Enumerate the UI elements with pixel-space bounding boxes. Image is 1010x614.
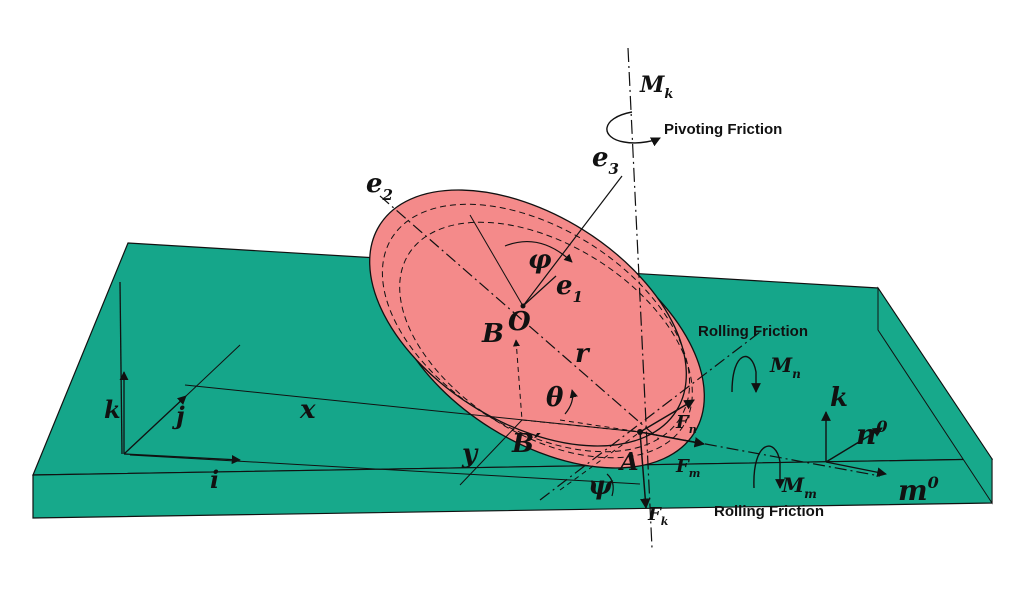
j-global-extension [185, 344, 241, 397]
tangent-line [539, 331, 761, 501]
phi-arc [504, 240, 573, 263]
psi-reference-line [559, 431, 641, 491]
e3-axis-line [522, 175, 623, 307]
label-e3: e3 [592, 143, 619, 178]
contact-forces [639, 399, 706, 510]
x-reference-line [184, 384, 641, 433]
label-psi: ψ [588, 471, 614, 501]
label-phi: φ [528, 245, 552, 275]
n0-local-arrow [825, 427, 883, 463]
mk-moment-arc [606, 111, 661, 147]
point-o [520, 303, 526, 309]
theta-arc [564, 389, 578, 415]
label-theta: θ [546, 383, 564, 413]
label-pivoting-friction: Pivoting Friction [664, 121, 782, 138]
m0-local-arrow [825, 461, 887, 478]
label-y: y [461, 439, 479, 469]
label-i-global: i [210, 465, 219, 494]
label-a: A [618, 447, 639, 476]
fk-arrow [639, 431, 651, 510]
mn-moment-arc [731, 355, 761, 393]
disk-radius-to-top [469, 214, 524, 307]
label-mn: Mn [769, 353, 801, 381]
angle-arcs [504, 240, 614, 497]
local-frame [821, 411, 887, 478]
labels: Mk Pivoting Friction e3 e2 e1 φ O B r θ … [104, 72, 939, 528]
label-n0: n0 [856, 417, 888, 451]
theta-reference-line [559, 419, 641, 433]
label-e1: e1 [556, 271, 583, 306]
mm-moment-arc [753, 445, 785, 489]
m-direction-line [639, 431, 881, 477]
plate-right-face [877, 286, 993, 505]
label-x: x [299, 395, 316, 425]
label-m0: m0 [898, 473, 939, 507]
pivot-axis-line [627, 47, 653, 549]
label-fm: Fm [675, 456, 700, 480]
e2-axis-line [379, 195, 661, 441]
points [520, 303, 643, 435]
label-o: O [508, 307, 531, 337]
moments [606, 111, 785, 489]
label-e2: e2 [366, 169, 393, 204]
psi-arc [606, 473, 614, 497]
fm-arrow [639, 431, 706, 448]
label-fk: Fk [647, 504, 669, 528]
b-vertical-dashed [512, 339, 523, 421]
geometry-lines [129, 47, 881, 549]
label-k-local: k [830, 383, 848, 413]
j-global-arrow [123, 395, 187, 455]
label-fn: Fn [675, 412, 697, 436]
global-frame [119, 281, 241, 465]
fn-arrow [639, 399, 695, 433]
label-r: r [575, 339, 591, 369]
k-global-axis [119, 281, 123, 455]
label-mm: Mm [781, 473, 817, 501]
label-j-global: j [172, 401, 185, 430]
label-k-global: k [104, 395, 121, 424]
point-a [637, 429, 643, 435]
i-global-arrow [123, 453, 241, 465]
label-mk: Mk [639, 72, 673, 102]
e1-axis-line [522, 275, 557, 307]
label-rolling-friction-1: Rolling Friction [698, 323, 808, 340]
bottom-reference-line [129, 454, 641, 485]
label-b-prime: B′ [511, 429, 541, 459]
label-rolling-friction-2: Rolling Friction [714, 503, 824, 520]
label-b: B [481, 319, 504, 349]
disk-dashed-edge-2 [399, 221, 693, 459]
disk-dashed-edge-1 [381, 203, 691, 453]
